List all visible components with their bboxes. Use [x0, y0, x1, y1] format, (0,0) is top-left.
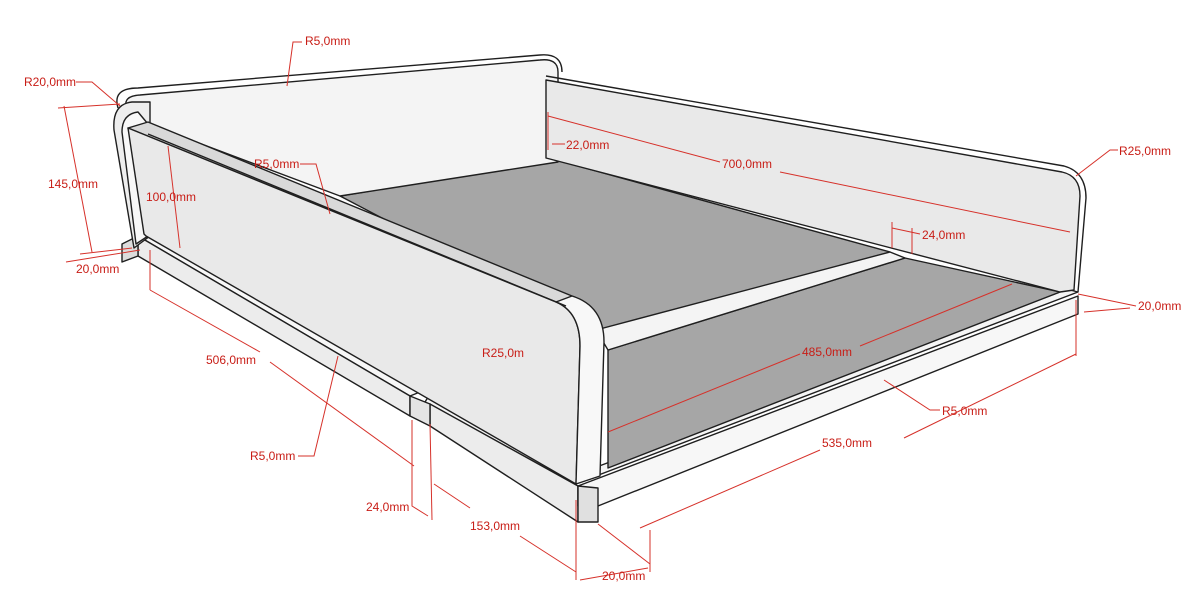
right-wall: [545, 75, 1087, 293]
dim-label-r25-front: R25,0m: [482, 346, 524, 360]
right-wall-top-edge: [545, 75, 1087, 293]
dim-100: 100,0mm: [146, 145, 196, 249]
dim-label-20-bottom: 20,0mm: [602, 569, 645, 583]
dim-r20: R20,0mm: [24, 75, 121, 107]
dim-label-153: 153,0mm: [470, 519, 520, 533]
dim-label-100: 100,0mm: [146, 190, 196, 204]
dim-label-535: 535,0mm: [822, 436, 872, 450]
dim-145: 145,0mm: [48, 103, 133, 255]
dim-535: 535,0mm: [639, 300, 1077, 529]
dim-r5-base-right: R5,0mm: [883, 379, 987, 418]
dim-20-right: 20,0mm: [1077, 293, 1181, 313]
back-wall-top-edge: [116, 54, 563, 109]
dim-24-step: 24,0mm: [366, 420, 433, 521]
dim-label-506: 506,0mm: [206, 353, 256, 367]
dim-r5-top: R5,0mm: [286, 34, 350, 87]
back-wall: [116, 54, 563, 197]
front-wall-end: [555, 295, 605, 485]
dim-r25-front: R25,0m: [482, 346, 524, 360]
dim-24-slat: 24,0mm: [891, 222, 965, 254]
back-wall-face: [125, 59, 559, 197]
dim-20-bottom: 20,0mm: [579, 523, 651, 583]
dim-label-145: 145,0mm: [48, 177, 98, 191]
base-right-end: [577, 485, 599, 523]
dim-label-r5-top: R5,0mm: [305, 34, 350, 48]
dim-label-24-step: 24,0mm: [366, 500, 409, 514]
dim-label-24-slat: 24,0mm: [922, 228, 965, 242]
dim-label-r5-base-right: R5,0mm: [942, 404, 987, 418]
dim-r25-right: R25,0mm: [1075, 144, 1171, 177]
dim-r5-base-left: R5,0mm: [250, 355, 339, 463]
dim-700: 700,0mm: [547, 115, 1071, 233]
dim-label-20-right: 20,0mm: [1138, 299, 1181, 313]
dimension-annotations: R5,0mm R20,0mm 145,0mm 100,0mm 20,0mm R5…: [24, 34, 1181, 583]
front-wall-top-line: [147, 133, 567, 307]
dim-20-left: 20,0mm: [65, 249, 141, 276]
dim-label-22: 22,0mm: [566, 138, 609, 152]
dim-label-485: 485,0mm: [802, 345, 852, 359]
dim-153: 153,0mm: [433, 483, 577, 580]
dim-label-r5-base-left: R5,0mm: [250, 449, 295, 463]
dim-22: 22,0mm: [547, 112, 609, 152]
dim-485: 485,0mm: [607, 283, 1013, 433]
right-wall-face: [545, 79, 1081, 293]
dim-label-r25-right: R25,0mm: [1119, 144, 1171, 158]
dim-label-r20: R20,0mm: [24, 75, 76, 89]
front-wall: [127, 121, 605, 485]
dim-r5-inner: R5,0mm: [254, 157, 331, 215]
dim-label-20-left: 20,0mm: [76, 262, 119, 276]
dim-label-700: 700,0mm: [722, 157, 772, 171]
dim-label-r5-inner: R5,0mm: [254, 157, 299, 171]
dim-506: 506,0mm: [149, 250, 415, 467]
